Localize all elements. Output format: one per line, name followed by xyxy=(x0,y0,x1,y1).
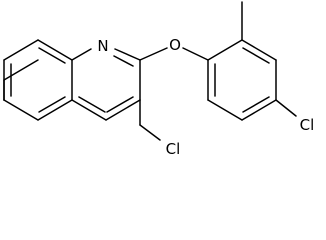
bond xyxy=(3,99,39,121)
chemical-structure-diagram: N O Cl Cl xyxy=(3,1,315,158)
double-bond-inner xyxy=(38,96,66,113)
bond xyxy=(3,39,39,61)
chloromethyl-group xyxy=(139,99,161,141)
bond xyxy=(207,99,243,121)
double-bond-inner xyxy=(242,96,270,113)
nitrogen-atom-label: N xyxy=(97,37,108,55)
pyridine-ring xyxy=(71,48,141,121)
phenyl-ring xyxy=(207,39,277,121)
bond xyxy=(241,39,277,61)
bond xyxy=(37,39,73,61)
ether-linkage xyxy=(139,47,209,61)
double-bond-inner xyxy=(242,47,270,64)
benzo-ring xyxy=(3,39,73,121)
bond xyxy=(207,39,243,61)
oxygen-atom-label: O xyxy=(169,36,181,54)
double-bond-inner xyxy=(113,55,134,67)
bond xyxy=(105,99,141,121)
bond xyxy=(139,124,161,141)
bond xyxy=(3,59,39,81)
bond xyxy=(182,47,209,61)
bond xyxy=(241,99,277,121)
double-bond-inner xyxy=(106,96,134,113)
double-bond-inner xyxy=(78,96,106,113)
double-bond-inner xyxy=(38,47,66,64)
molecule-canvas: N O Cl Cl xyxy=(3,1,315,158)
bond xyxy=(37,99,73,121)
bond xyxy=(71,48,92,61)
aryl-chlorine-bond xyxy=(275,99,297,117)
bond xyxy=(139,47,168,61)
chloromethyl-chlorine-label: Cl xyxy=(166,140,181,158)
bond xyxy=(114,48,141,61)
aryl-chlorine-label: Cl xyxy=(300,116,315,134)
bond xyxy=(71,99,107,121)
